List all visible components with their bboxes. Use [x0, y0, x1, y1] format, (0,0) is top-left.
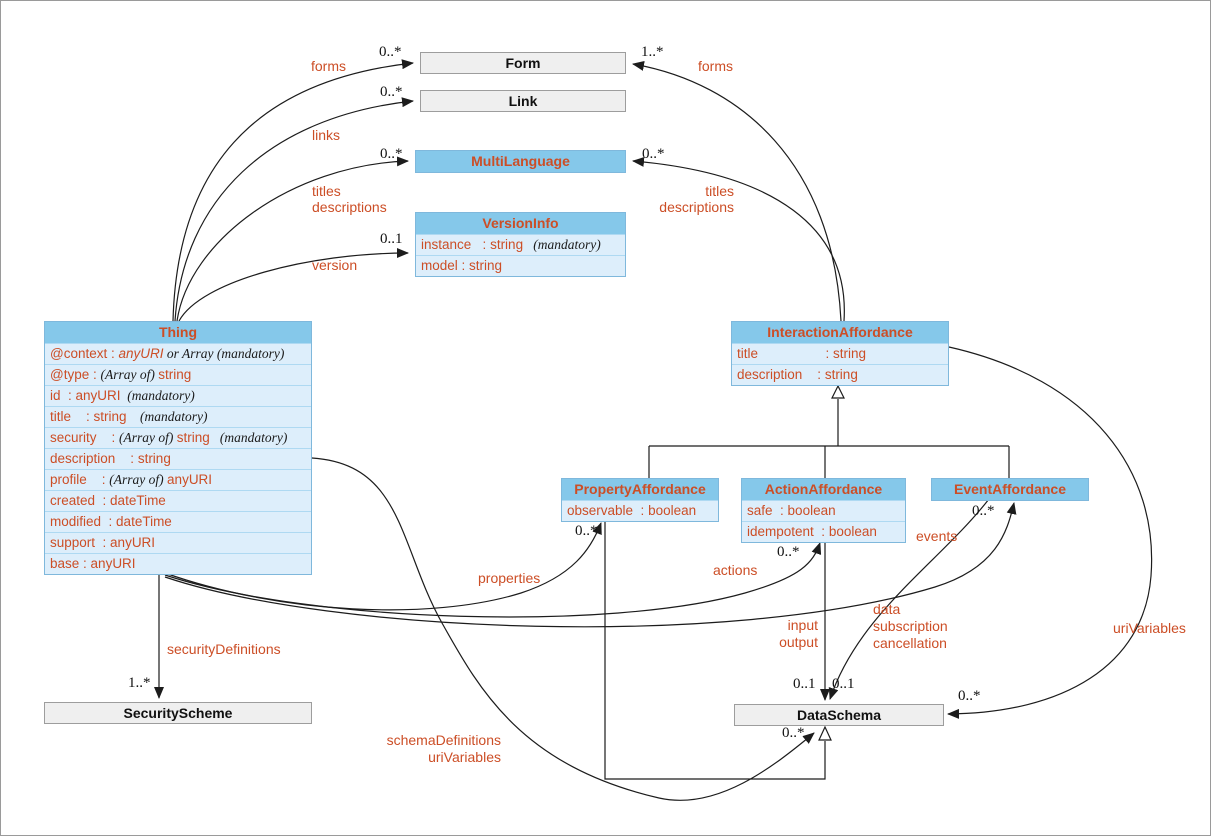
class-title-form: Form	[505, 55, 541, 71]
multiplicity-label: 1..*	[641, 44, 664, 60]
attribute-row: title : string	[732, 343, 948, 364]
class-title-securityscheme: SecurityScheme	[123, 705, 233, 721]
class-box-propertyaffordance: PropertyAffordance observable : boolean	[561, 478, 719, 522]
edge-label-descriptions: descriptions	[312, 199, 387, 215]
edge-label-forms: forms	[311, 58, 346, 74]
edge-thing-actions	[164, 542, 822, 618]
generalization-triangle-ia	[831, 384, 845, 399]
edge-label-schemadefinitions: schemaDefinitions	[386, 732, 501, 748]
attribute-row: created : dateTime	[45, 490, 311, 511]
attribute-row: model : string	[416, 255, 625, 276]
edge-ia-forms	[632, 60, 842, 322]
edge-thing-forms	[172, 59, 414, 322]
multiplicity-label: 0..1	[380, 231, 403, 247]
class-title-dataschema: DataSchema	[796, 707, 882, 723]
edge-label-titles: titles	[312, 183, 341, 199]
multiplicity-label: 1..*	[128, 675, 151, 691]
edge-label-properties: properties	[478, 570, 541, 586]
edge-thing-events	[164, 502, 1017, 628]
attribute-row: idempotent : boolean	[742, 521, 905, 542]
attribute-row: observable : boolean	[562, 500, 718, 521]
edge-label-titles: titles	[705, 183, 734, 199]
multiplicity-label: 0..*	[380, 84, 403, 100]
multiplicity-label: 0..*	[642, 146, 665, 162]
class-title-actionaffordance: ActionAffordance	[742, 479, 905, 500]
attribute-row: @context : anyURI or Array (mandatory)	[45, 343, 311, 364]
class-box-securityscheme: SecurityScheme	[44, 702, 312, 724]
attribute-row: title : string (mandatory)	[45, 406, 311, 427]
edge-label-subscription: subscription	[873, 618, 948, 634]
edge-thing-version	[178, 248, 409, 322]
multiplicity-label: 0..*	[972, 503, 995, 519]
edge-label-cancellation: cancellation	[873, 635, 947, 651]
class-title-propertyaffordance: PropertyAffordance	[562, 479, 718, 500]
attribute-row: instance : string (mandatory)	[416, 234, 625, 255]
class-box-eventaffordance: EventAffordance	[931, 478, 1089, 501]
edge-label-events: events	[916, 528, 958, 544]
attribute-row: @type : (Array of) string	[45, 364, 311, 385]
attribute-row: security : (Array of) string (mandatory)	[45, 427, 311, 448]
class-title-link: Link	[508, 93, 538, 109]
attribute-row: id : anyURI (mandatory)	[45, 385, 311, 406]
multiplicity-label: 0..*	[782, 725, 805, 741]
edge-label-actions: actions	[713, 562, 758, 578]
generalization-triangle-dataschema	[818, 725, 832, 741]
multiplicity-label: 0..*	[777, 544, 800, 560]
edge-thing-titles	[176, 156, 409, 322]
edge-ia-titles	[632, 156, 845, 322]
class-box-form: Form	[420, 52, 626, 74]
generalization-pa-dataschema	[604, 520, 826, 780]
multiplicity-label: 0..1	[793, 676, 816, 692]
attribute-row: profile : (Array of) anyURI	[45, 469, 311, 490]
attribute-row: base : anyURI	[45, 553, 311, 574]
edge-label-urivariables: uriVariables	[428, 749, 501, 765]
edge-label-data: data	[873, 601, 901, 617]
edge-thing-links	[174, 97, 414, 322]
class-title-eventaffordance: EventAffordance	[932, 479, 1088, 500]
multiplicity-label: 0..*	[380, 146, 403, 162]
multiplicity-label: 0..*	[958, 688, 981, 704]
edge-thing-schemadefinitions	[311, 457, 815, 801]
class-box-thing: Thing @context : anyURI or Array (mandat…	[44, 321, 312, 575]
edge-label-forms: forms	[698, 58, 733, 74]
edge-label-securitydefinitions: securityDefinitions	[167, 641, 281, 657]
class-title-versioninfo: VersionInfo	[416, 213, 625, 234]
class-box-versioninfo: VersionInfo instance : string (mandatory…	[415, 212, 626, 277]
class-title-thing: Thing	[45, 322, 311, 343]
class-box-link: Link	[420, 90, 626, 112]
attribute-row: description : string	[732, 364, 948, 385]
class-box-dataschema: DataSchema	[734, 704, 944, 726]
multiplicity-label: 0..*	[575, 523, 598, 539]
multiplicity-label: 0..1	[832, 676, 855, 692]
class-title-interactionaffordance: InteractionAffordance	[732, 322, 948, 343]
generalization-tree-ia	[648, 399, 1010, 478]
multiplicity-label: 0..*	[379, 44, 402, 60]
edge-label-links: links	[312, 127, 341, 143]
edge-label-descriptions: descriptions	[659, 199, 734, 215]
edge-label-output: output	[779, 634, 818, 650]
attribute-row: support : anyURI	[45, 532, 311, 553]
attribute-row: modified : dateTime	[45, 511, 311, 532]
attribute-row: safe : boolean	[742, 500, 905, 521]
edge-label-urivariables: uriVariables	[1113, 620, 1186, 636]
edge-label-version: version	[312, 257, 358, 273]
class-box-multilanguage: MultiLanguage	[415, 150, 626, 173]
edge-ia-urivariables	[947, 346, 1153, 719]
class-title-multilanguage: MultiLanguage	[416, 151, 625, 172]
edge-label-input: input	[787, 617, 818, 633]
attribute-row: description : string	[45, 448, 311, 469]
edge-event-data-subscription	[828, 498, 990, 700]
